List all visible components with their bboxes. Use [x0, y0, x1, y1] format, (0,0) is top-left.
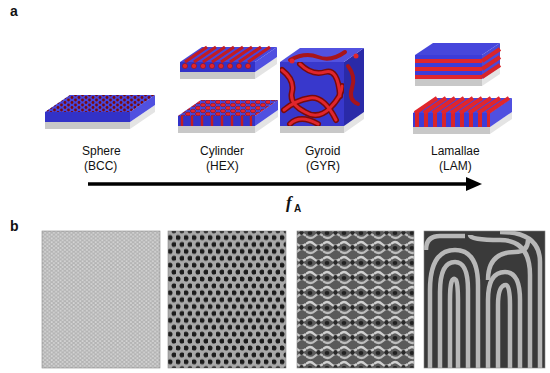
phase-name: Cylinder — [200, 145, 244, 159]
cylinder-parallel-slab — [180, 47, 277, 79]
phase-abbrev: (LAM) — [439, 160, 472, 174]
lamellae-perpendicular-slab — [413, 98, 512, 134]
cylinder-perpendicular-slab — [175, 96, 285, 133]
phase-abbrev: (BCC) — [84, 160, 117, 174]
composition-arrow — [88, 177, 482, 191]
sem-micrographs — [42, 231, 545, 370]
lamellae-parallel-slab — [415, 43, 500, 86]
panel-letter: b — [10, 218, 19, 234]
gyroid-cube — [280, 48, 364, 133]
phase-name: Sphere — [82, 145, 121, 159]
sphere-slab — [40, 90, 160, 129]
axis-subscript: A — [294, 203, 301, 215]
axis-symbol: f — [286, 193, 292, 213]
panel-letter: a — [10, 3, 18, 19]
phase-name: Lamallae — [431, 145, 480, 159]
phase-abbrev: (GYR) — [306, 160, 340, 174]
phase-name: Gyroid — [305, 145, 340, 159]
phase-abbrev: (HEX) — [206, 160, 239, 174]
